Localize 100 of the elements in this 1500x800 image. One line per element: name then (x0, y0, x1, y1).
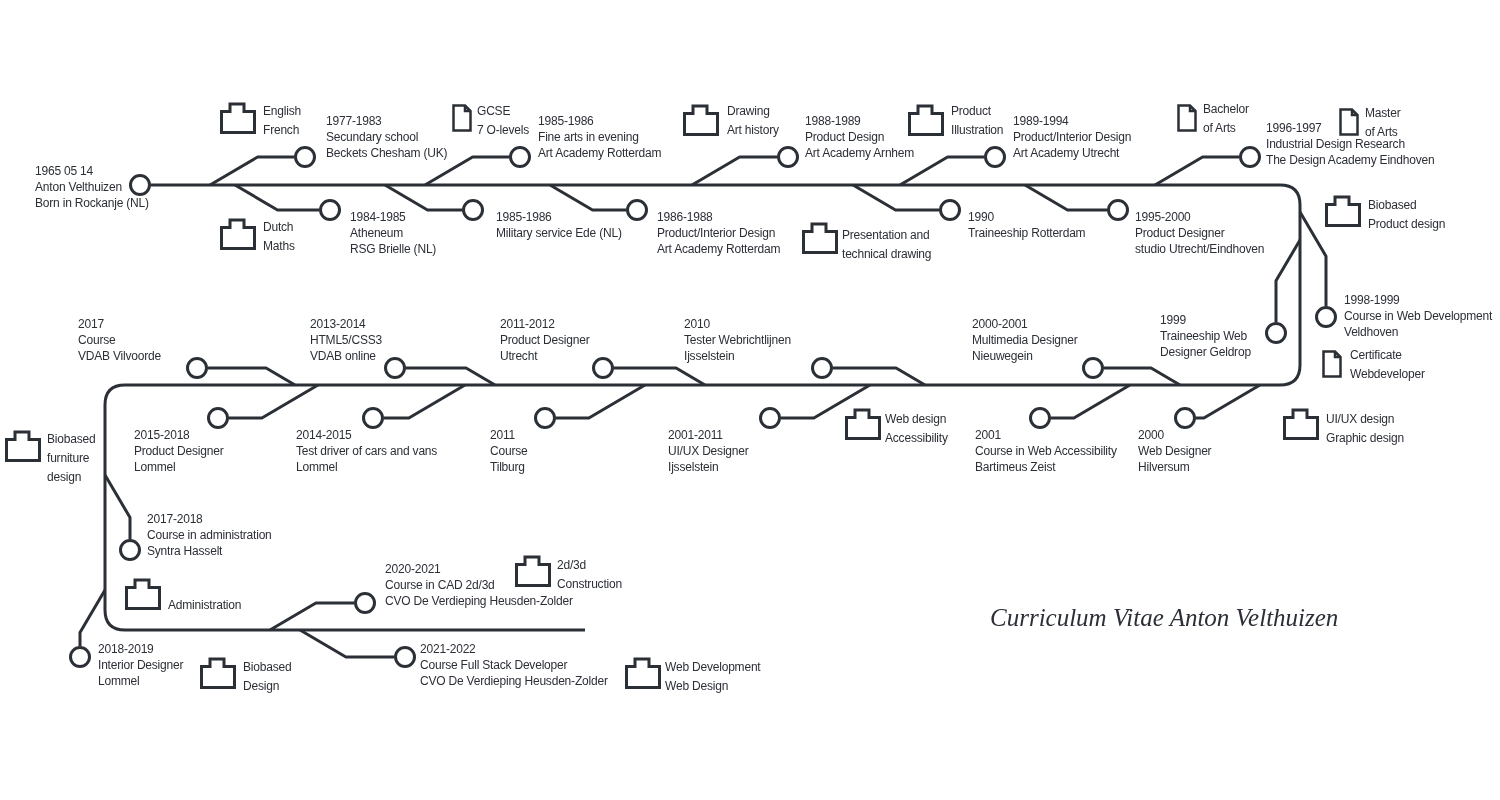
station-circle (1315, 306, 1337, 328)
date-label: 2018-2019 (98, 642, 154, 656)
station-description: Traineeship Web (1160, 329, 1248, 343)
skill-label: Biobased (1368, 198, 1417, 212)
skill-label: English (263, 104, 301, 118)
branch-line (424, 155, 509, 187)
station-description: Product/Interior Design (1013, 130, 1132, 144)
station-description: Designer Geldrop (1160, 345, 1251, 359)
station-description: Tilburg (490, 460, 525, 474)
skill-label: Accessibility (885, 431, 948, 445)
station-description: Military service Ede (NL) (496, 226, 622, 240)
date-label: 2017-2018 (147, 512, 203, 526)
station-circle (129, 174, 151, 196)
skill-label: of Arts (1203, 121, 1236, 135)
skill-label: GCSE (477, 104, 511, 118)
station-description: Nieuwegein (972, 349, 1033, 363)
station-description: Course (490, 444, 528, 458)
station-circle (69, 646, 91, 668)
date-label: 2010 (684, 317, 710, 331)
station-description: RSG Brielle (NL) (350, 242, 437, 256)
branch-line (833, 366, 926, 387)
skill-label: Bachelor (1203, 102, 1249, 116)
station-circle (362, 407, 384, 429)
date-label: 1965 05 14 (35, 164, 94, 178)
station-description: The Design Academy Eindhoven (1266, 153, 1435, 167)
station-description: Test driver of cars and vans (296, 444, 438, 458)
station-description: Art Academy Arnhem (805, 146, 915, 160)
station-circle (939, 199, 961, 221)
station-description: CVO De Verdieping Heusden-Zolder (420, 674, 608, 688)
skill-label: 7 O-levels (477, 123, 530, 137)
date-label: 2017 (78, 317, 104, 331)
date-label: 1998-1999 (1344, 293, 1400, 307)
date-label: 1985-1986 (496, 210, 552, 224)
station-circle (186, 357, 208, 379)
skill-label: French (263, 123, 300, 137)
date-label: 2015-2018 (134, 428, 190, 442)
station-description: Lommel (134, 460, 176, 474)
branch-line (899, 155, 984, 187)
skill-label: Product (951, 104, 991, 118)
station-description: Veldhoven (1344, 325, 1399, 339)
skill-label: of Arts (1365, 125, 1398, 139)
station-circle (811, 357, 833, 379)
branch-line (1104, 366, 1181, 387)
date-label: 2011 (490, 428, 515, 442)
skill-label: Presentation and (842, 228, 930, 242)
station-circle (777, 146, 799, 168)
branch-line (234, 183, 319, 212)
skill-label: Administration (168, 598, 242, 612)
skill-label: Maths (263, 239, 295, 253)
branch-line (269, 601, 354, 632)
station-circle (319, 199, 341, 221)
date-label: 2013-2014 (310, 317, 366, 331)
skill-label: Art history (727, 123, 779, 137)
branch-line (209, 155, 294, 187)
station-circle (119, 539, 141, 561)
branch-line (208, 366, 296, 387)
date-label: 2001 (975, 428, 1001, 442)
skill-label: 2d/3d (557, 558, 587, 572)
station-description: Product/Interior Design (657, 226, 776, 240)
station-description: Course Full Stack Developer (420, 658, 568, 672)
date-label: 1977-1983 (326, 114, 382, 128)
station-circle (759, 407, 781, 429)
skill-label: Drawing (727, 104, 770, 118)
station-description: Product Designer (1135, 226, 1225, 240)
station-description: VDAB online (310, 349, 376, 363)
station-description: CVO De Verdieping Heusden-Zolder (385, 594, 573, 608)
skill-label: Web Development (665, 660, 761, 674)
station-description: Product Designer (500, 333, 590, 347)
skill-label: UI/UX design (1326, 412, 1395, 426)
station-description: UI/UX Designer (668, 444, 749, 458)
date-label: 1988-1989 (805, 114, 861, 128)
skill-label: Webdeveloper (1350, 367, 1425, 381)
skill-label: design (47, 470, 82, 484)
station-circle (592, 357, 614, 379)
station-description: Fine arts in evening (538, 130, 639, 144)
station-description: Beckets Chesham (UK) (326, 146, 448, 160)
date-label: 1996-1997 (1266, 121, 1322, 135)
date-label: 1986-1988 (657, 210, 713, 224)
station-description: VDAB Vilvoorde (78, 349, 162, 363)
branch-line (1274, 239, 1302, 322)
diagram-title: Curriculum Vitae Anton Velthuizen (990, 604, 1339, 632)
station-description: Art Academy Utrecht (1013, 146, 1120, 160)
date-label: 2021-2022 (420, 642, 476, 656)
date-label: 2000-2001 (972, 317, 1028, 331)
branch-line (1024, 183, 1107, 212)
skill-label: Dutch (263, 220, 294, 234)
station-circle (294, 146, 316, 168)
branch-line (103, 474, 132, 539)
branch-line (406, 366, 496, 387)
skill-label: Construction (557, 577, 622, 591)
station-circle (1107, 199, 1129, 221)
branch-line (614, 366, 706, 387)
date-label: 1999 (1160, 313, 1186, 327)
branch-line (1298, 211, 1328, 306)
station-description: Lommel (296, 460, 338, 474)
branch-line (384, 383, 466, 420)
station-description: Art Academy Rotterdam (538, 146, 662, 160)
station-description: Tester Webrichtlijnen (684, 333, 791, 347)
skill-label: Illustration (951, 123, 1004, 137)
station-circle (509, 146, 531, 168)
